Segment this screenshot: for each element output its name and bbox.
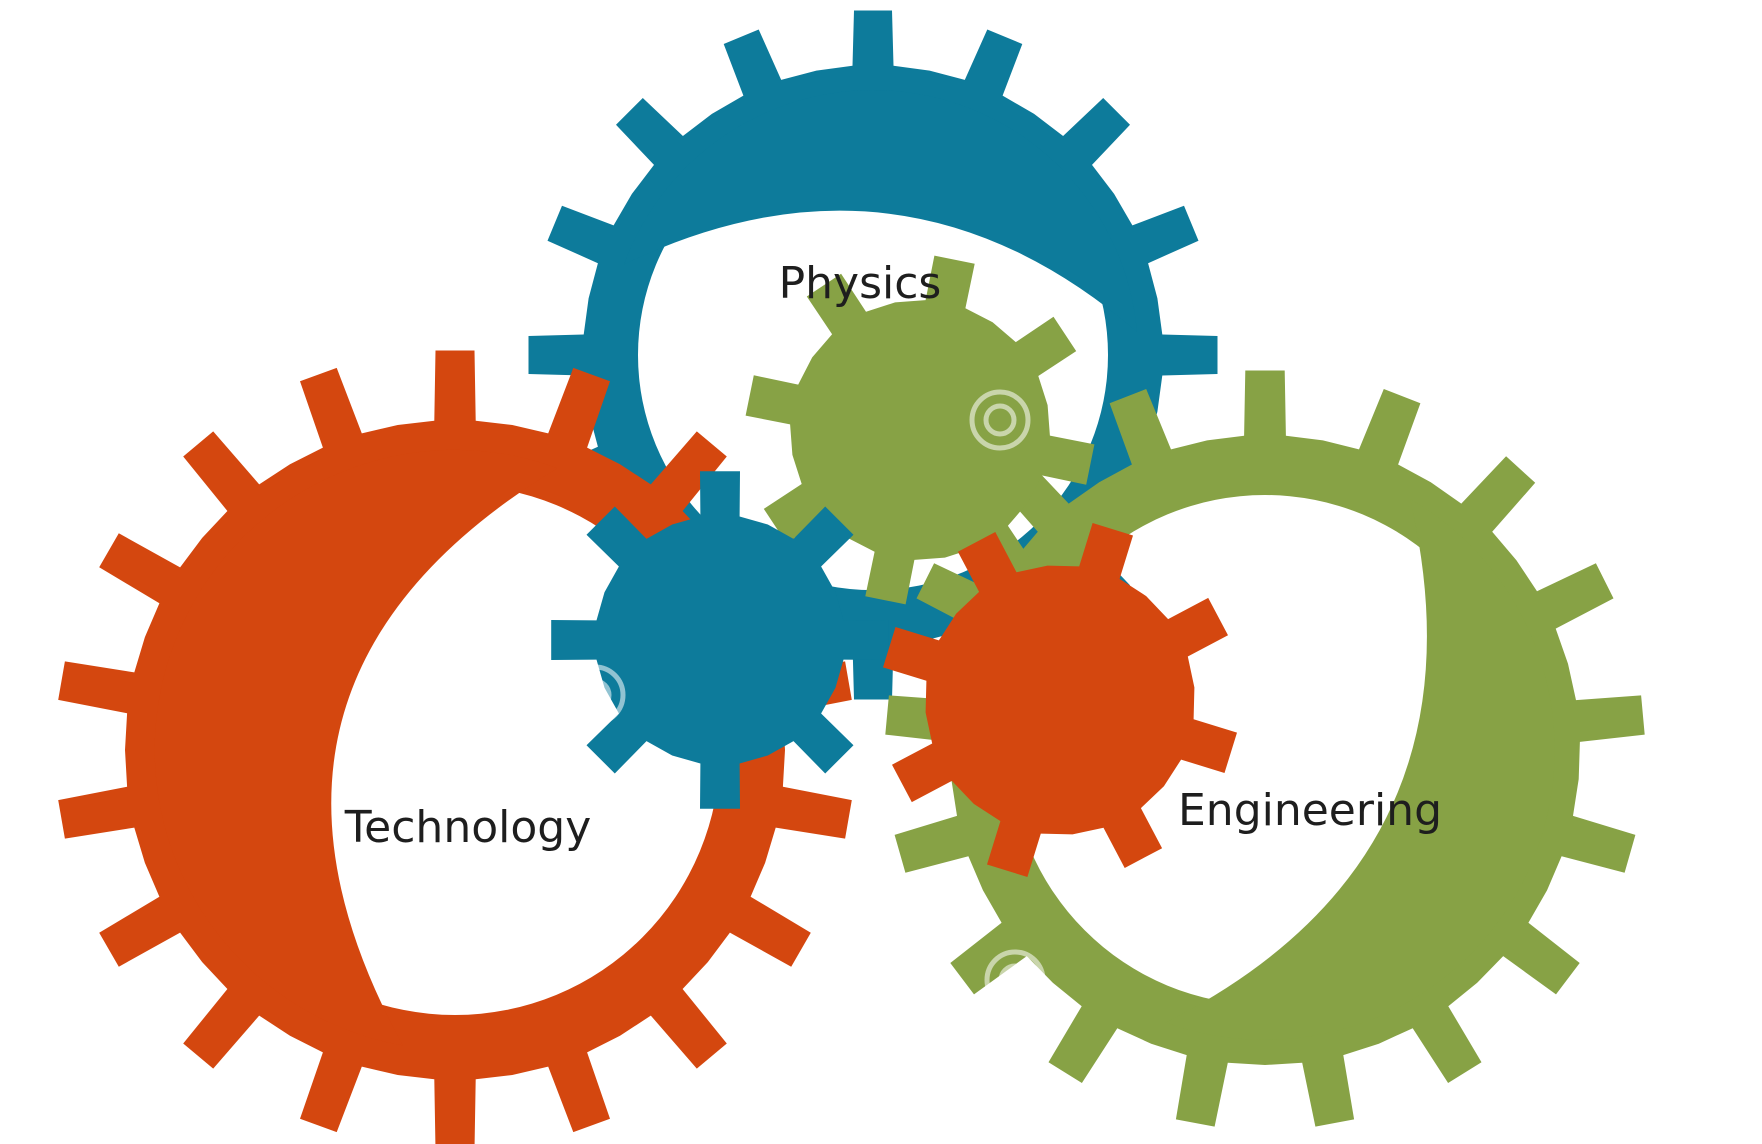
inner-orange-gear	[883, 523, 1237, 877]
swirl-watermark-icon	[984, 949, 1046, 1011]
watermark-swirls	[149, 119, 1046, 1016]
engineering-gear	[885, 370, 1645, 1127]
inner-gears	[551, 255, 1237, 877]
engineering-label: Engineering	[1178, 785, 1442, 836]
physics-gear-swoosh	[624, 90, 1137, 332]
physics-label: Physics	[779, 258, 942, 309]
swirl-watermark-icon	[149, 954, 211, 1016]
swirl-watermark-icon	[969, 389, 1031, 451]
swirl-watermark-icon	[544, 119, 606, 181]
engineering-gear-swoosh	[1165, 498, 1555, 1040]
technology-gear-swoosh	[154, 449, 558, 1046]
swirl-watermark-icon	[564, 664, 626, 726]
technology-label: Technology	[344, 802, 591, 853]
inner-blue-gear	[551, 471, 889, 809]
